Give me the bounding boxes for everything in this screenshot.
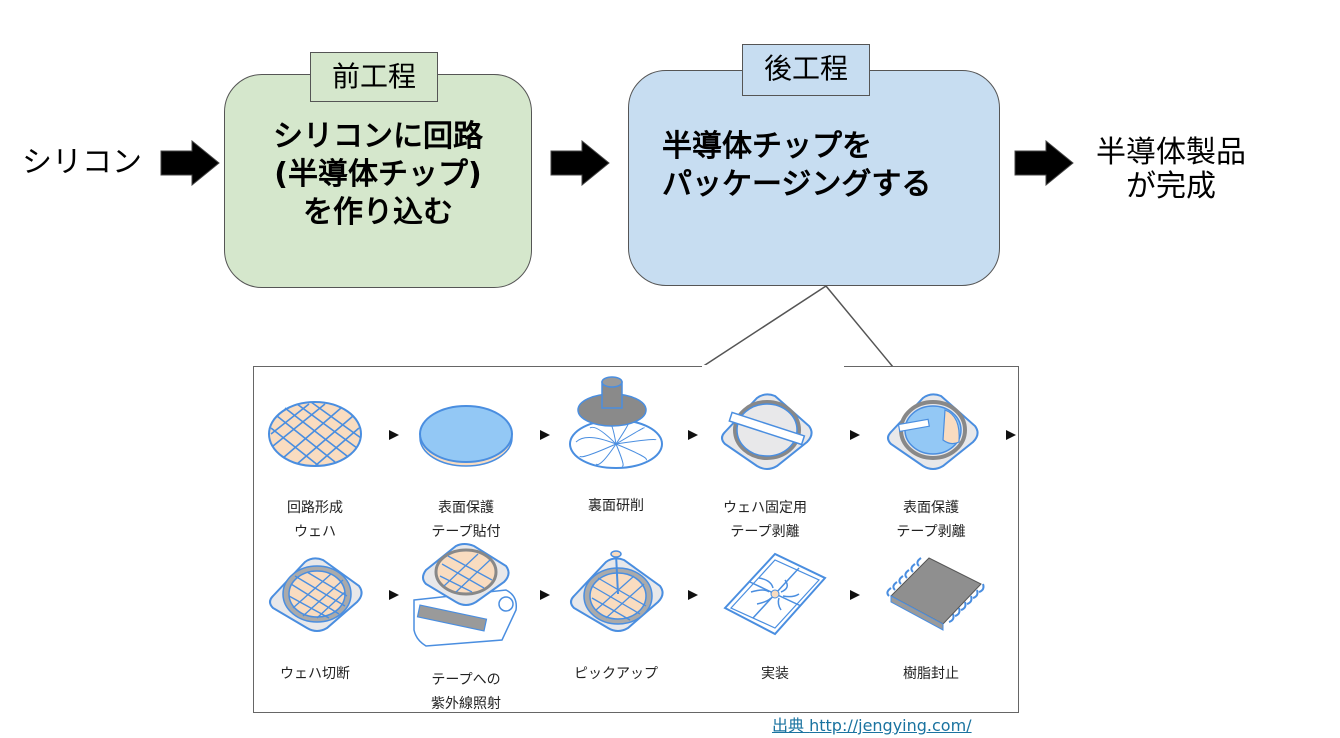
packaging-step: 回路形成 ウェハ [250,382,380,544]
step-arrow [389,430,399,440]
step-label: ピックアップ [574,666,658,682]
back-process-box [628,70,1000,286]
step-label: ウェハ切断 [280,666,350,682]
flow-arrow-1 [160,140,220,186]
diced-wafer-icon [269,557,363,632]
step-arrow [688,590,698,600]
front-process-line: を作り込む [303,195,453,230]
front-process-line: シリコンに回路 [273,119,483,154]
packaging-step: 実装 [710,548,840,686]
output-line: 半導体製品 [1096,135,1246,170]
patterned-wafer-icon [268,401,362,467]
step-label: 樹脂封止 [903,666,959,682]
step-arrow [540,590,550,600]
step-label: 回路形成 ウェハ [287,500,343,540]
back-process-line: パッケージングする [662,167,932,202]
source-link[interactable]: 出典 http://jengying.com/ [772,712,972,736]
front-process-line: (半導体チップ) [274,157,482,192]
step-arrow [1006,430,1016,440]
input-label: シリコン [22,145,142,180]
packaging-step: 表面保護 テープ貼付 [401,382,531,544]
lead-frame-icon [723,552,827,636]
packaging-step: ウェハ固定用 テープ剥離 [700,382,830,544]
step-label: 表面保護 テープ剥離 [896,500,966,540]
packaging-step: 表面保護 テープ剥離 [866,382,996,544]
step-label: ウェハ固定用 テープ剥離 [723,500,807,540]
packaging-step: ウェハ切断 [250,548,380,686]
flow-arrow-2 [550,140,610,186]
pickup-icon [570,550,664,632]
back-process-tag: 後工程 [742,44,870,96]
protective-tape-peel-icon [887,393,979,470]
source-url[interactable]: http://jengying.com/ [809,716,972,735]
step-arrow [389,590,399,600]
output-line: が完成 [1126,169,1216,204]
packaging-step: テープへの 紫外線照射 [401,540,531,716]
front-process-tag: 前工程 [310,52,438,102]
grinding-wheel-icon [569,376,663,469]
step-arrow [540,430,550,440]
callout-gap [702,365,844,369]
packaging-step: 樹脂封止 [866,548,996,686]
front-process-description: シリコンに回路 (半導体チップ) を作り込む [224,118,532,232]
step-arrow [850,430,860,440]
molded-package-icon [886,557,985,631]
uv-irradiation-icon [413,543,518,647]
step-label: 実装 [761,666,789,682]
packaging-step: 裏面研削 [551,372,681,518]
output-label: 半導体製品 が完成 [1076,136,1266,204]
source-label: 出典 [772,716,805,735]
tape-peel-icon [721,393,813,470]
flow-arrow-3 [1014,140,1074,186]
packaging-step: ピックアップ [551,548,681,686]
step-arrow [688,430,698,440]
step-label: 裏面研削 [588,498,644,514]
front-process-box [224,74,532,288]
back-process-description: 半導体チップを パッケージングする [662,128,992,204]
step-label: 表面保護 テープ貼付 [431,500,501,540]
step-label: テープへの 紫外線照射 [431,672,501,712]
taped-wafer-icon [419,405,513,467]
back-process-line: 半導体チップを [662,129,872,164]
step-arrow [850,590,860,600]
